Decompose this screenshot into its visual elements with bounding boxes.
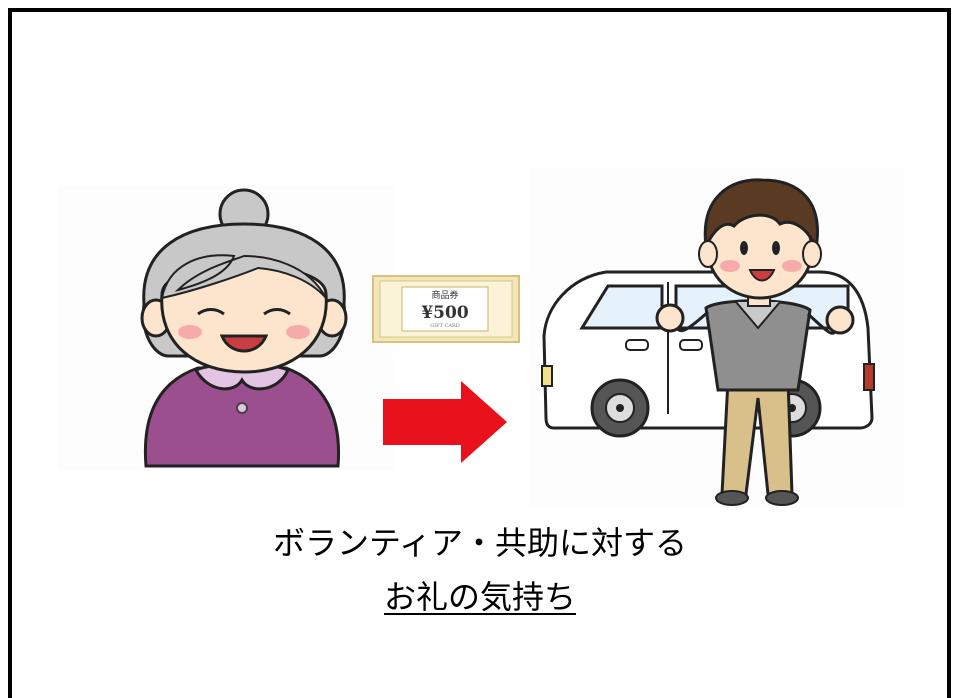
caption-line-2-text: お礼の気持ち [383,578,576,616]
caption-line-1: ボランティア・共助に対する [272,524,688,562]
caption-line-2: お礼の気持ち [0,572,960,618]
voucher-heading: 商品券 [431,289,458,301]
grandma-icon [58,186,394,470]
voucher-subtext: GIFT CARD [430,323,460,329]
volunteer-van-icon [530,168,904,508]
voucher-amount: ¥500 [421,303,468,323]
right-arrow-icon [383,381,507,463]
gift-voucher-icon: 商品券 ¥500 GIFT CARD [372,275,520,343]
